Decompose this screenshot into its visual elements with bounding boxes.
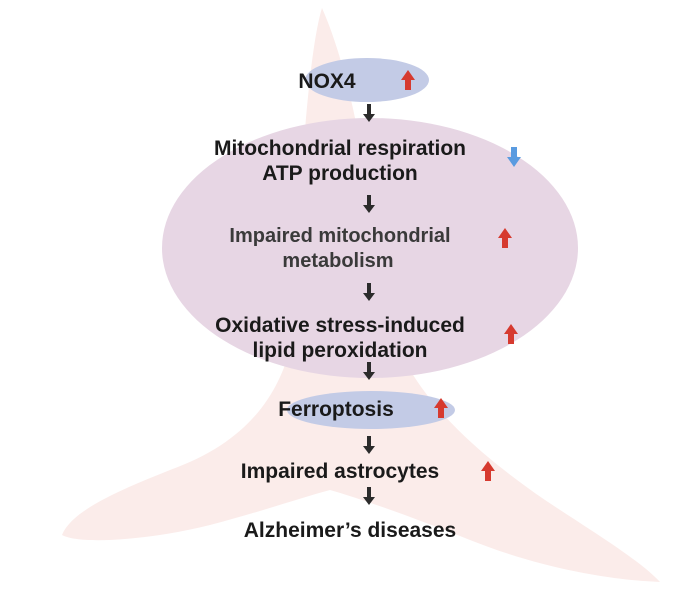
astrocytes-up-arrow-icon bbox=[481, 461, 495, 481]
impaired-mito-line1: Impaired mitochondrial bbox=[229, 225, 451, 247]
oxidative-line1: Oxidative stress-induced bbox=[215, 314, 465, 337]
nox4-label: NOX4 bbox=[298, 70, 356, 93]
ferroptosis-ellipse bbox=[287, 391, 455, 429]
flow-arrow-2 bbox=[363, 195, 375, 213]
mito-respiration-line1: Mitochondrial respiration bbox=[213, 137, 467, 160]
mitochondrion-ellipse bbox=[162, 118, 578, 378]
oxidative-up-arrow-icon bbox=[504, 324, 518, 344]
nox4-up-arrow-icon bbox=[401, 70, 415, 90]
nox4-ellipse bbox=[305, 58, 429, 102]
flow-arrow-4 bbox=[363, 362, 375, 380]
impaired-mito-up-arrow-icon bbox=[498, 228, 512, 248]
oxidative-line2: lipid peroxidation bbox=[252, 339, 428, 362]
ferroptosis-up-arrow-icon bbox=[434, 398, 448, 418]
astrocytes-label: Impaired astrocytes bbox=[240, 460, 440, 483]
flow-arrow-5 bbox=[363, 436, 375, 454]
alzheimers-label: Alzheimer’s diseases bbox=[243, 519, 457, 542]
flow-arrow-6 bbox=[363, 487, 375, 505]
impaired-mito-line2: metabolism bbox=[282, 250, 394, 272]
flow-arrow-1 bbox=[363, 104, 375, 122]
flow-arrow-3 bbox=[363, 283, 375, 301]
ferroptosis-label: Ferroptosis bbox=[278, 398, 394, 421]
mito-respiration-line2: ATP production bbox=[262, 162, 418, 185]
mito-resp-down-arrow-icon bbox=[507, 147, 521, 167]
flow-arrows bbox=[363, 104, 375, 505]
